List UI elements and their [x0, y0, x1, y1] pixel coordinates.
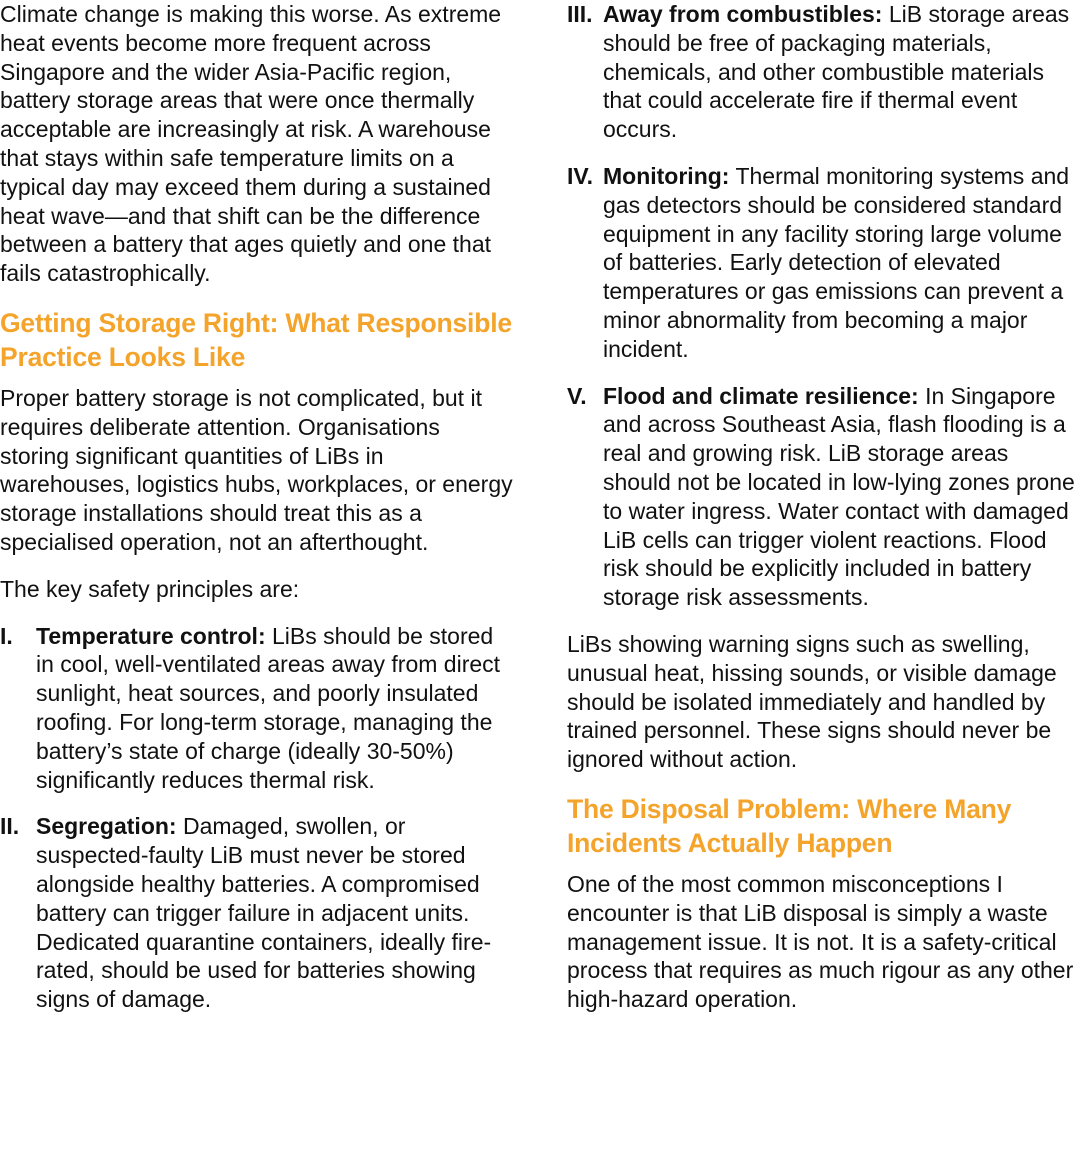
- list-term: Temperature control:: [36, 622, 266, 649]
- list-item-segregation: II. Segregation: Damaged, swollen, or sus…: [0, 812, 515, 1014]
- list-text: LiB storage areas should be free of pack…: [603, 1, 1070, 143]
- left-column: Climate change is making this worse. As …: [0, 0, 515, 1014]
- intro-paragraph: Climate change is making this worse. As …: [0, 1, 502, 287]
- list-text: In Singapore and across Southeast Asia, …: [603, 382, 1075, 611]
- list-item-flood-resilience: V. Flood and climate resilience: In Singa…: [567, 382, 1080, 612]
- section-heading-storage: Getting Storage Right: What Responsible …: [0, 307, 512, 372]
- list-numeral: III.: [567, 1, 593, 27]
- list-term: Away from combustibles:: [603, 1, 883, 27]
- list-text: Thermal monitoring systems and gas detec…: [603, 162, 1070, 362]
- list-term: Flood and climate resilience:: [603, 382, 919, 409]
- list-numeral: II.: [0, 813, 20, 840]
- principles-intro: The key safety principles are:: [0, 575, 300, 602]
- list-item-monitoring: IV. Monitoring: Thermal monitoring system…: [567, 162, 1080, 364]
- list-text: Damaged, swollen, or suspected-faulty Li…: [36, 813, 492, 1013]
- right-column: III. Away from combustibles: LiB storage …: [567, 0, 1080, 1014]
- storage-paragraph: Proper battery storage is not complicate…: [0, 384, 513, 555]
- list-numeral: V.: [567, 382, 587, 409]
- list-item-away-from-combustibles: III. Away from combustibles: LiB storage …: [567, 0, 1080, 144]
- list-term: Monitoring:: [603, 162, 730, 189]
- disposal-paragraph: One of the most common misconceptions I …: [567, 870, 1074, 1013]
- list-text: LiBs should be stored in cool, well-vent…: [36, 622, 501, 793]
- list-numeral: I.: [0, 622, 13, 649]
- list-numeral: IV.: [567, 162, 594, 189]
- section-heading-disposal: The Disposal Problem: Where Many Inciden…: [567, 793, 1012, 858]
- warning-signs-paragraph: LiBs showing warning signs such as swell…: [567, 630, 1057, 773]
- list-term: Segregation:: [36, 813, 177, 840]
- list-item-temperature-control: I. Temperature control: LiBs should be st…: [0, 622, 515, 795]
